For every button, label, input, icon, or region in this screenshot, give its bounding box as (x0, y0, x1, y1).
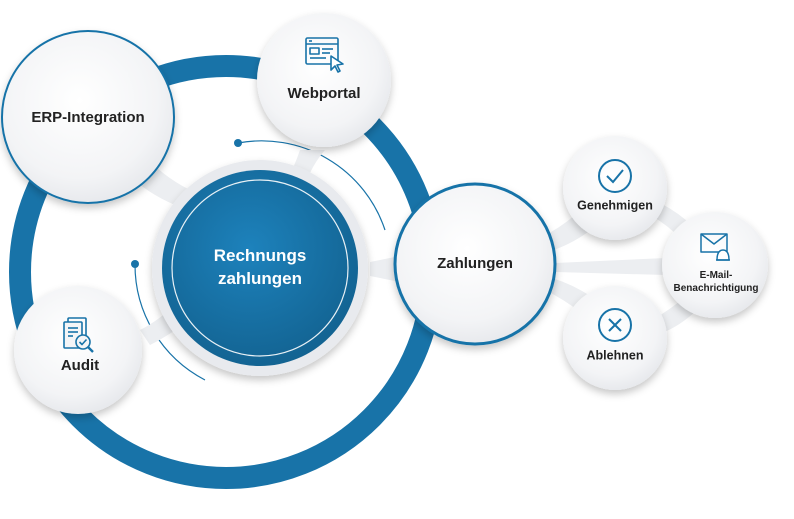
webportal-label: Webportal (287, 85, 361, 102)
genehmigen-label: Genehmigen (577, 198, 653, 213)
node-zahlungen (393, 182, 557, 346)
x-circle-icon (598, 308, 632, 342)
audit-label: Audit (60, 357, 100, 374)
document-check-icon (63, 317, 94, 353)
node-erp (1, 30, 175, 204)
node-ablehnen (563, 286, 667, 390)
orbit-line-top (237, 140, 386, 231)
email-label: E-Mail- Benachrichtigung (673, 269, 758, 295)
connector-email (555, 258, 666, 275)
check-circle-icon (598, 159, 632, 193)
hub-inner-ring (171, 179, 349, 357)
hub-circle (162, 170, 358, 366)
ablehnen-label: Ablehnen (586, 348, 644, 363)
connector-zahlungen (370, 256, 400, 282)
hub-label-line2: zahlungen (217, 269, 303, 288)
node-email (662, 212, 768, 318)
node-webportal (257, 13, 391, 147)
orbit-dot-left (131, 260, 139, 268)
orbit-dot-top (234, 139, 242, 147)
zahlungen-label: Zahlungen (437, 255, 513, 272)
mail-bell-icon (700, 233, 730, 261)
hub-label: Rechnungs zahlungen (214, 245, 307, 291)
node-audit (14, 286, 142, 414)
browser-cursor-icon (305, 37, 344, 73)
hub-label-line1: Rechnungs (213, 246, 307, 266)
email-label-line2: Benachrichtigung (673, 283, 759, 294)
email-label-line1: E-Mail- (699, 270, 733, 281)
erp-label: ERP-Integration (31, 109, 145, 126)
node-genehmigen (563, 136, 667, 240)
